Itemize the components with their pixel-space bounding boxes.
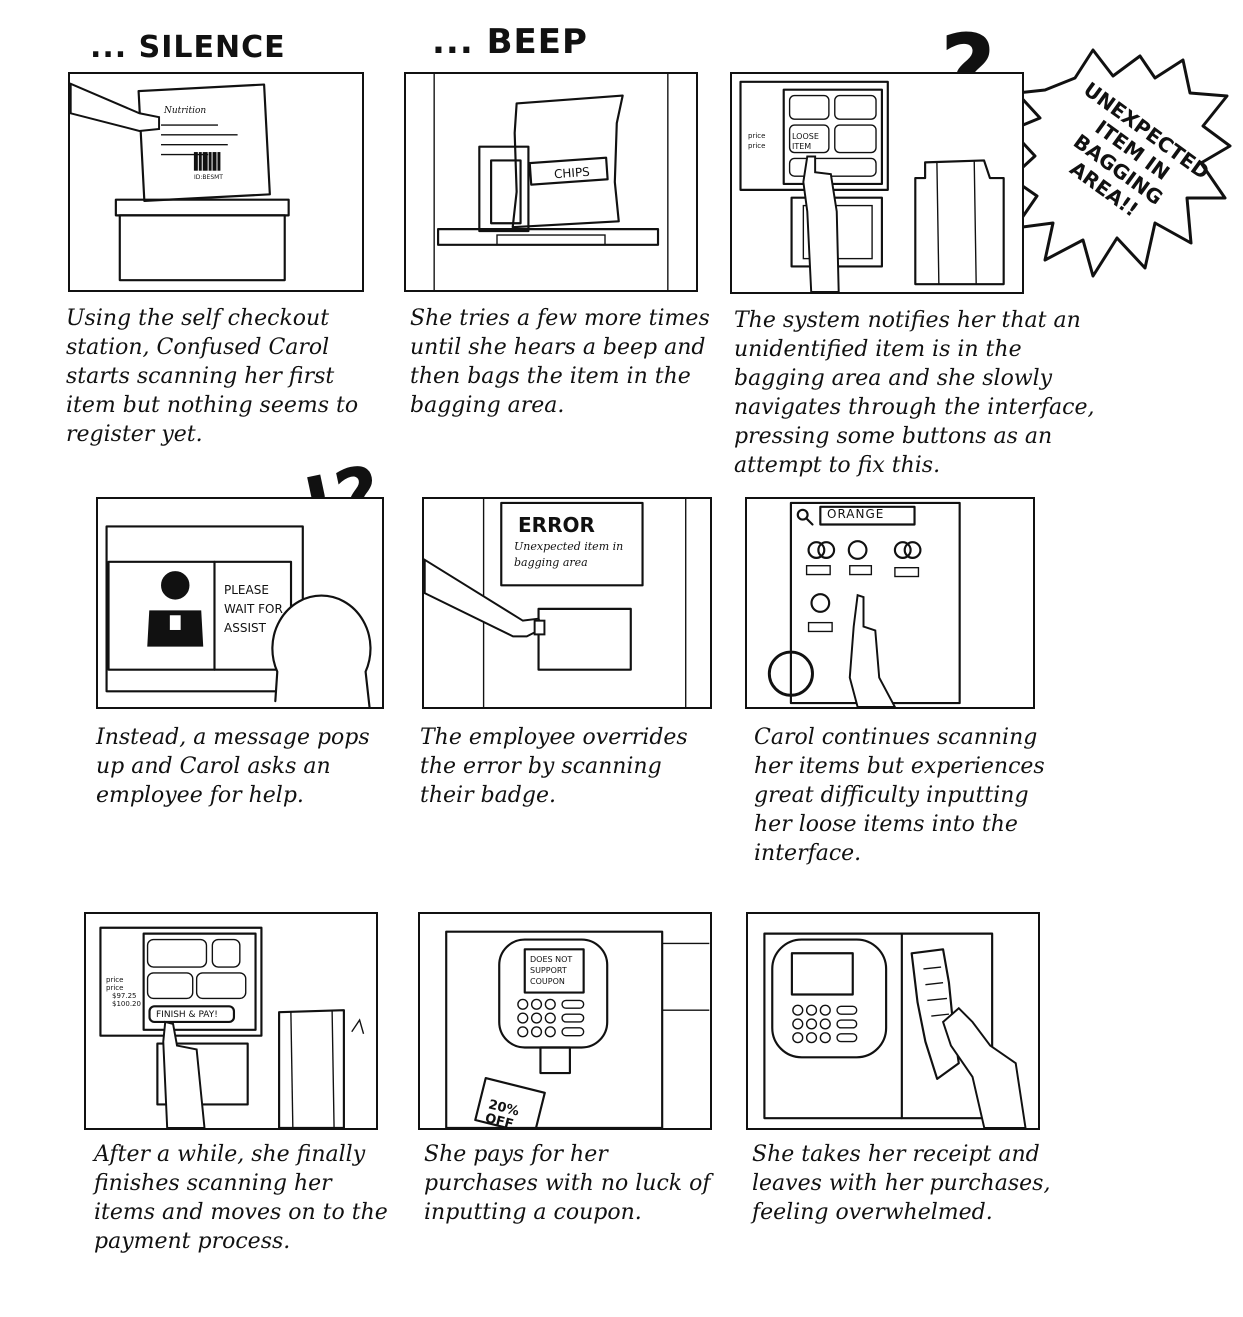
orange-icons bbox=[807, 540, 922, 613]
chips-label: CHIPS bbox=[553, 164, 591, 182]
panel-5: ERROR Unexpected item in bagging area bbox=[422, 497, 712, 709]
panel-2-caption: She tries a few more times until she hea… bbox=[410, 306, 710, 418]
terminal-message: DOES NOT SUPPORT COUPON bbox=[530, 955, 573, 986]
panel-1-caption: Using the self checkout station, Confuse… bbox=[66, 306, 359, 447]
panel-9 bbox=[746, 912, 1040, 1130]
panel-2: CHIPS bbox=[404, 72, 698, 292]
employee-icon bbox=[147, 571, 204, 647]
panel-4-caption: Instead, a message pops up and Carol ask… bbox=[96, 725, 370, 808]
finish-and-pay-button: FINISH & PAY! bbox=[156, 1010, 218, 1020]
starburst-bubble: UNEXPECTED ITEM IN BAGGING AREA!! bbox=[1009, 48, 1232, 278]
panel-6-art bbox=[767, 501, 961, 707]
panel-8-caption: She pays for her purchases with no luck … bbox=[424, 1142, 711, 1225]
panel-3-caption: The system notifies her that an unidenti… bbox=[734, 308, 1095, 478]
sound-effect-beep: ... BEEP bbox=[432, 22, 588, 62]
panel-2-art bbox=[433, 74, 669, 290]
panel-1-art bbox=[70, 82, 290, 282]
package-label-code: ID:BESMT bbox=[194, 174, 223, 181]
error-message: Unexpected item in bagging area bbox=[514, 540, 624, 569]
panel-7-caption: After a while, she finally finishes scan… bbox=[94, 1142, 388, 1254]
price-label-2: price bbox=[748, 142, 766, 150]
panel-7: price price $97.25 $100.20 FINISH & PAY! bbox=[84, 912, 378, 1130]
panel-3: price price LOOSE ITEM bbox=[730, 72, 1024, 294]
price-label-1: price bbox=[748, 132, 766, 140]
search-icon bbox=[796, 508, 814, 526]
panel-4: PLEASE WAIT FOR ASSIST bbox=[96, 497, 384, 709]
panel-9-art bbox=[763, 932, 1027, 1128]
panel-8: DOES NOT SUPPORT COUPON 20% OFF bbox=[418, 912, 712, 1130]
total-label-2: $100.20 bbox=[112, 1000, 141, 1008]
barcode-icon bbox=[193, 152, 221, 171]
panel-3-art bbox=[739, 80, 1005, 292]
keypad-icon bbox=[792, 1004, 858, 1044]
panel-8-art bbox=[445, 930, 710, 1128]
package-label-top: Nutrition bbox=[164, 106, 207, 116]
error-title: ERROR bbox=[518, 513, 595, 537]
sound-effect-silence: ... SILENCE bbox=[90, 30, 286, 65]
panel-1: Nutrition ID:BESMT bbox=[68, 72, 364, 292]
price-label-2: price bbox=[106, 984, 124, 992]
total-label-1: $97.25 bbox=[112, 992, 137, 1000]
panel-4-art bbox=[105, 525, 372, 707]
panel-9-caption: She takes her receipt and leaves with he… bbox=[752, 1142, 1051, 1225]
search-field: ORANGE bbox=[827, 507, 885, 521]
panel-5-art bbox=[424, 499, 687, 707]
panel-6: ORANGE bbox=[745, 497, 1035, 709]
please-wait-message: PLEASE WAIT FOR ASSIST bbox=[224, 583, 283, 635]
panel-7-art bbox=[99, 926, 365, 1128]
panel-6-caption: Carol continues scanning her items but e… bbox=[754, 725, 1045, 866]
loose-item-button: LOOSE ITEM bbox=[792, 132, 819, 151]
price-label-1: price bbox=[106, 976, 124, 984]
panel-5-caption: The employee overrides the error by scan… bbox=[420, 725, 688, 808]
keypad-icon bbox=[517, 998, 585, 1038]
